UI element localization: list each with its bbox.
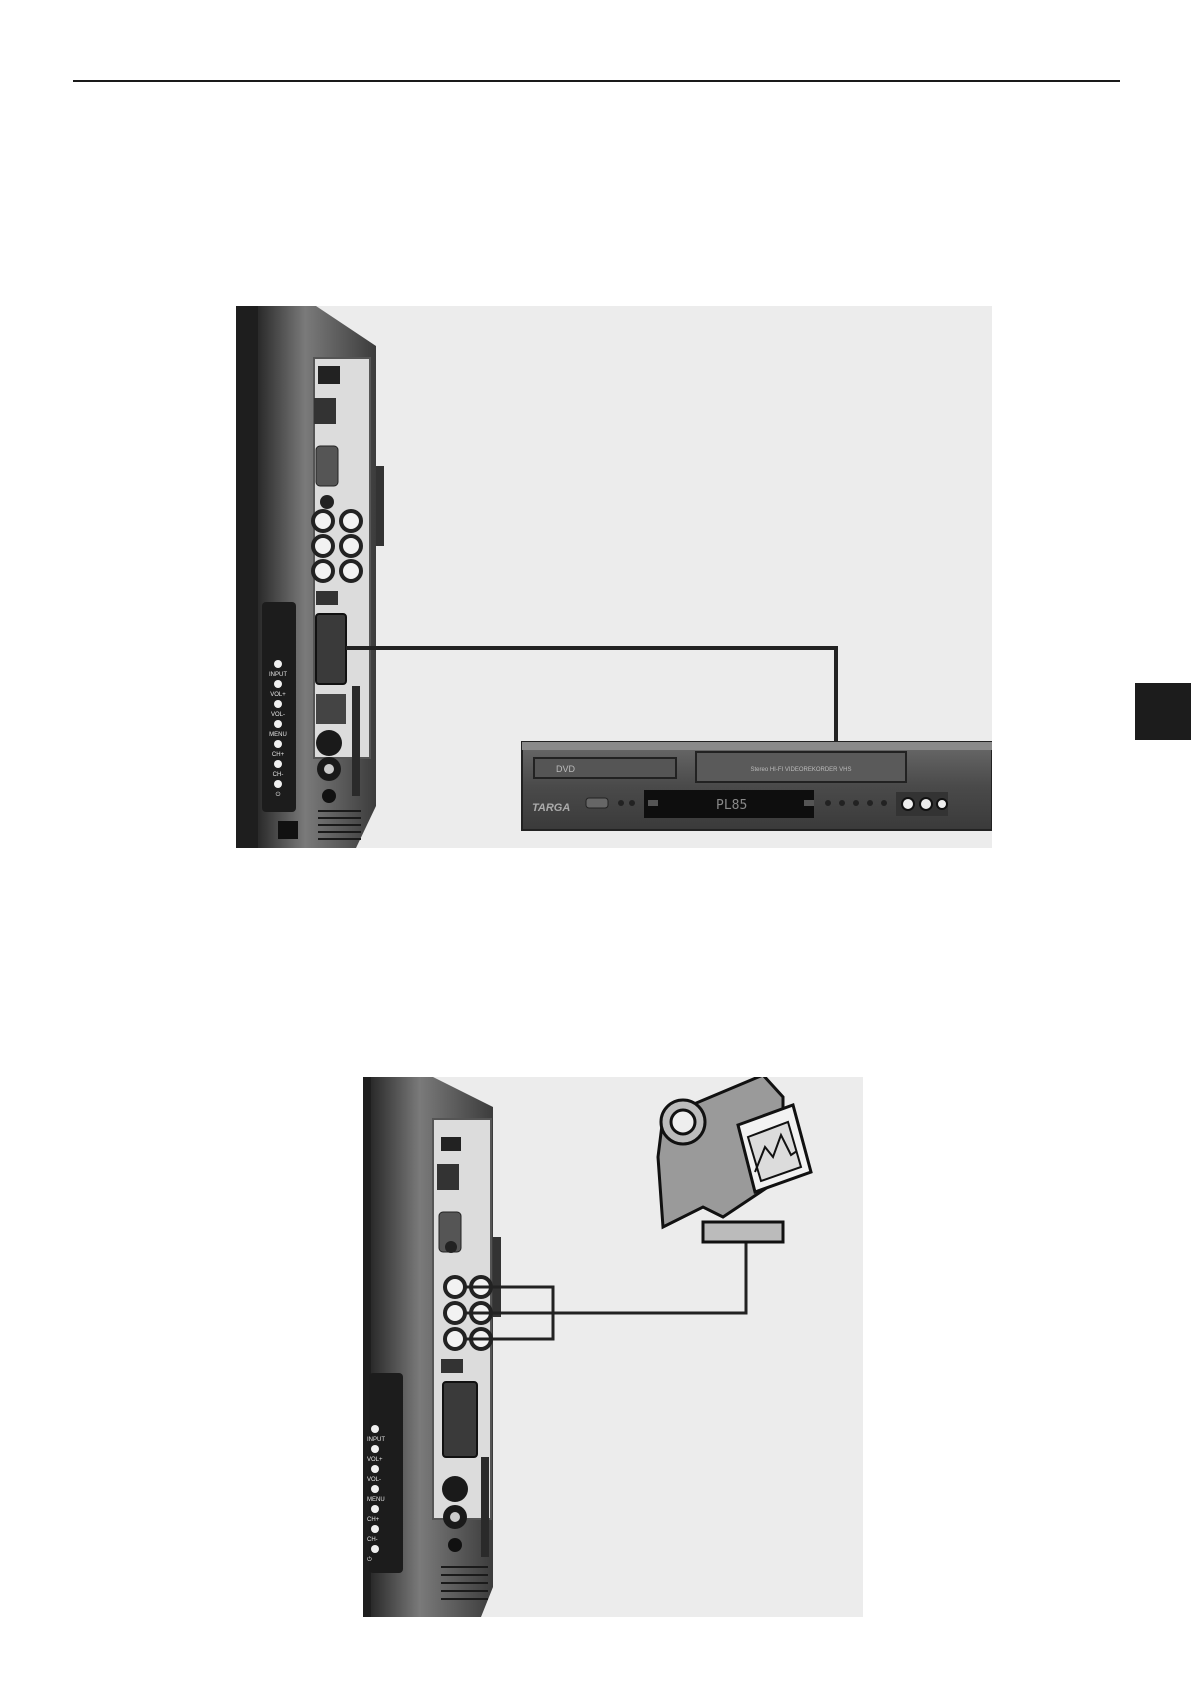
panel-label-ch-plus: CH+ [272, 752, 285, 758]
figure-scart-connection: INPUT VOL+ VOL- MENU CH+ CH- ⏻ [236, 306, 992, 848]
panel-button-power [274, 780, 282, 788]
cassette-label: Stereo HI-FI VIDEOREKORDER VHS [750, 767, 851, 773]
figure-av-connection: INPUT VOL+ VOL- MENU CH+ CH- ⏻ [363, 1077, 863, 1617]
panel-button-ch-plus [274, 740, 282, 748]
panel-button-vol-plus [371, 1445, 379, 1453]
panel-button-vol-plus [274, 680, 282, 688]
panel-button-ch-minus [371, 1525, 379, 1533]
panel-label-menu: MENU [269, 732, 287, 738]
panel-label-ch-plus: CH+ [367, 1517, 380, 1523]
tv-side-panel-icon [236, 306, 384, 848]
tv-side-panel-icon [363, 1077, 501, 1617]
panel-label-power: ⏻ [367, 1556, 372, 1563]
panel-button-ch-minus [274, 760, 282, 768]
panel-button-ch-plus [371, 1505, 379, 1513]
panel-label-power: ⏻ [276, 791, 281, 798]
header-rule [73, 80, 1120, 82]
panel-label-ch-minus: CH- [367, 1537, 378, 1543]
recorder-brand: TARGA [532, 802, 570, 814]
av-cable [463, 1237, 746, 1339]
dvd-tray-label: DVD [556, 764, 576, 774]
panel-button-power [371, 1545, 379, 1553]
panel-label-vol-plus: VOL+ [270, 692, 286, 698]
panel-label-input: INPUT [367, 1437, 385, 1443]
scart-cable [346, 648, 836, 742]
panel-label-vol-minus: VOL- [367, 1477, 381, 1483]
panel-label-ch-minus: CH- [273, 772, 284, 778]
panel-label-input: INPUT [269, 672, 287, 678]
panel-button-vol-minus [274, 700, 282, 708]
chapter-tab [1135, 683, 1191, 740]
camcorder-icon [658, 1077, 811, 1242]
panel-button-menu [371, 1485, 379, 1493]
panel-button-input [274, 660, 282, 668]
panel-label-vol-plus: VOL+ [367, 1457, 383, 1463]
dvd-vcr-icon [522, 742, 992, 830]
panel-label-menu: MENU [367, 1497, 385, 1503]
panel-button-menu [274, 720, 282, 728]
panel-button-vol-minus [371, 1465, 379, 1473]
panel-label-vol-minus: VOL- [271, 712, 285, 718]
recorder-display: PL85 [716, 798, 747, 813]
panel-button-input [371, 1425, 379, 1433]
